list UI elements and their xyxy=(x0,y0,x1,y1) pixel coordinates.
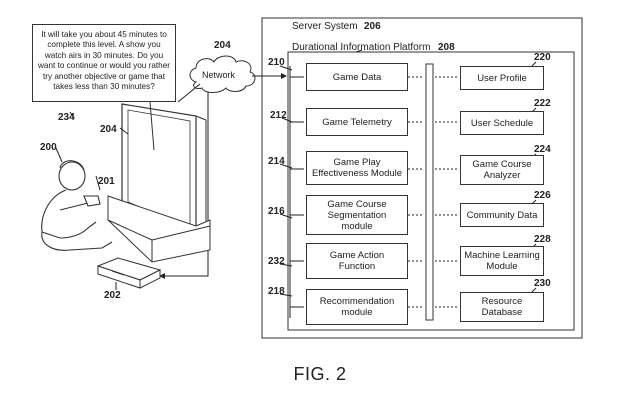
user-figure xyxy=(41,160,113,251)
module-game-data: Game Data xyxy=(306,63,408,91)
server-system-title: Server System xyxy=(292,21,358,32)
module-game-action-function: Game Action Function xyxy=(306,243,408,279)
module-user-schedule: User Schedule xyxy=(460,111,544,135)
ref-204-display: 204 xyxy=(100,124,117,135)
network-to-display-line xyxy=(177,83,201,103)
ref-214: 214 xyxy=(268,156,285,167)
data-bus xyxy=(425,63,434,321)
ref-232: 232 xyxy=(268,256,285,267)
bracket-ticks xyxy=(290,76,304,308)
module-user-profile: User Profile xyxy=(460,66,544,90)
ref-210: 210 xyxy=(268,57,285,68)
ref-226: 226 xyxy=(534,190,551,201)
module-game-course-analyzer: Game Course Analyzer xyxy=(460,155,544,185)
module-label: Resource Database xyxy=(481,296,523,318)
callout-text: It will take you about 45 minutes to com… xyxy=(38,30,170,92)
module-machine-learning: Machine Learning Module xyxy=(460,246,544,276)
ref-230: 230 xyxy=(534,278,551,289)
bus-connectors xyxy=(408,76,458,308)
ref-224: 224 xyxy=(534,144,551,155)
module-label: User Schedule xyxy=(470,117,534,129)
module-game-telemetry: Game Telemetry xyxy=(306,108,408,136)
module-label: Game Course Analyzer xyxy=(472,159,532,181)
ref-228: 228 xyxy=(534,234,551,245)
ref-200: 200 xyxy=(40,142,57,153)
module-label: Game Action Function xyxy=(329,250,385,272)
figure-caption: FIG. 2 xyxy=(293,364,347,384)
module-game-course-segmentation: Game Course Segmentation module xyxy=(306,195,408,235)
module-label: User Profile xyxy=(477,72,527,84)
ref-220: 220 xyxy=(534,52,551,63)
ref-216: 216 xyxy=(268,206,285,217)
module-label: Game Play Effectiveness Module xyxy=(311,157,403,179)
module-label: Machine Learning Module xyxy=(464,250,540,272)
platform-frame xyxy=(287,51,575,331)
module-recommendation: Recommendation module xyxy=(306,289,408,325)
ref-222: 222 xyxy=(534,98,551,109)
module-label: Recommendation module xyxy=(319,296,395,318)
network-cloud-shape xyxy=(189,55,256,93)
network-to-console-line xyxy=(159,92,209,279)
module-label: Game Telemetry xyxy=(322,116,392,128)
ref-212: 212 xyxy=(270,110,287,121)
game-console xyxy=(96,257,162,289)
ref-234: 234 xyxy=(58,112,75,123)
module-label: Game Course Segmentation module xyxy=(327,198,387,232)
platform-title: Durational Information Platform xyxy=(292,42,431,53)
module-game-play-effectiveness: Game Play Effectiveness Module xyxy=(306,151,408,185)
ref-204-network: 204 xyxy=(214,40,231,51)
server-system-ref: 206 xyxy=(364,21,381,32)
recommendation-callout: It will take you about 45 minutes to com… xyxy=(32,24,176,102)
server-system-frame xyxy=(261,17,583,339)
ref-218: 218 xyxy=(268,286,285,297)
module-label: Community Data xyxy=(466,209,538,221)
module-resource-database: Resource Database xyxy=(460,292,544,322)
platform-ref: 208 xyxy=(438,42,455,53)
ref-202: 202 xyxy=(104,290,121,301)
module-label: Game Data xyxy=(332,71,382,83)
callout-pointer xyxy=(149,101,155,151)
module-community-data: Community Data xyxy=(460,203,544,227)
ref-201: 201 xyxy=(98,176,115,187)
network-label: Network xyxy=(202,70,236,80)
display-device xyxy=(107,103,211,263)
